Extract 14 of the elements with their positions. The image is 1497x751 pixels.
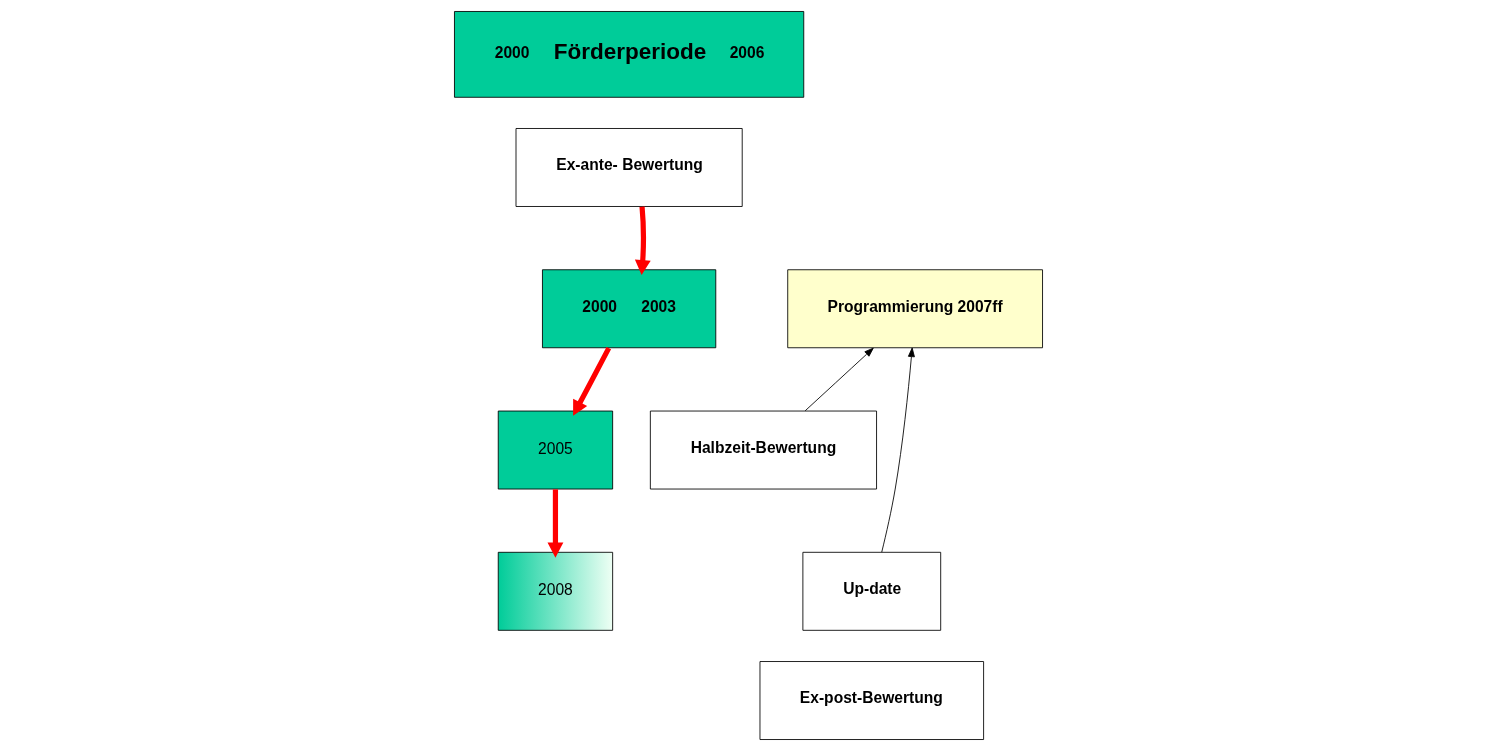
node-box: Programmierung 2007ff bbox=[787, 269, 1043, 349]
node-box: 2000 Förderperiode 2006 bbox=[454, 11, 805, 98]
arrow bbox=[804, 347, 874, 412]
arrow bbox=[547, 489, 564, 558]
node-box: 2000 2003 bbox=[542, 269, 717, 349]
node-box: Ex-post-Bewertung bbox=[759, 661, 985, 740]
arrow bbox=[881, 347, 915, 553]
node-box: 2008 bbox=[497, 551, 614, 631]
arrow bbox=[573, 346, 612, 416]
node-box: Halbzeit-Bewertung bbox=[649, 410, 877, 490]
arrow bbox=[634, 206, 651, 276]
node-box: Ex-ante- Bewertung bbox=[515, 128, 743, 207]
node-box: 2005 bbox=[497, 410, 614, 490]
node-box: Up-date bbox=[802, 551, 942, 631]
